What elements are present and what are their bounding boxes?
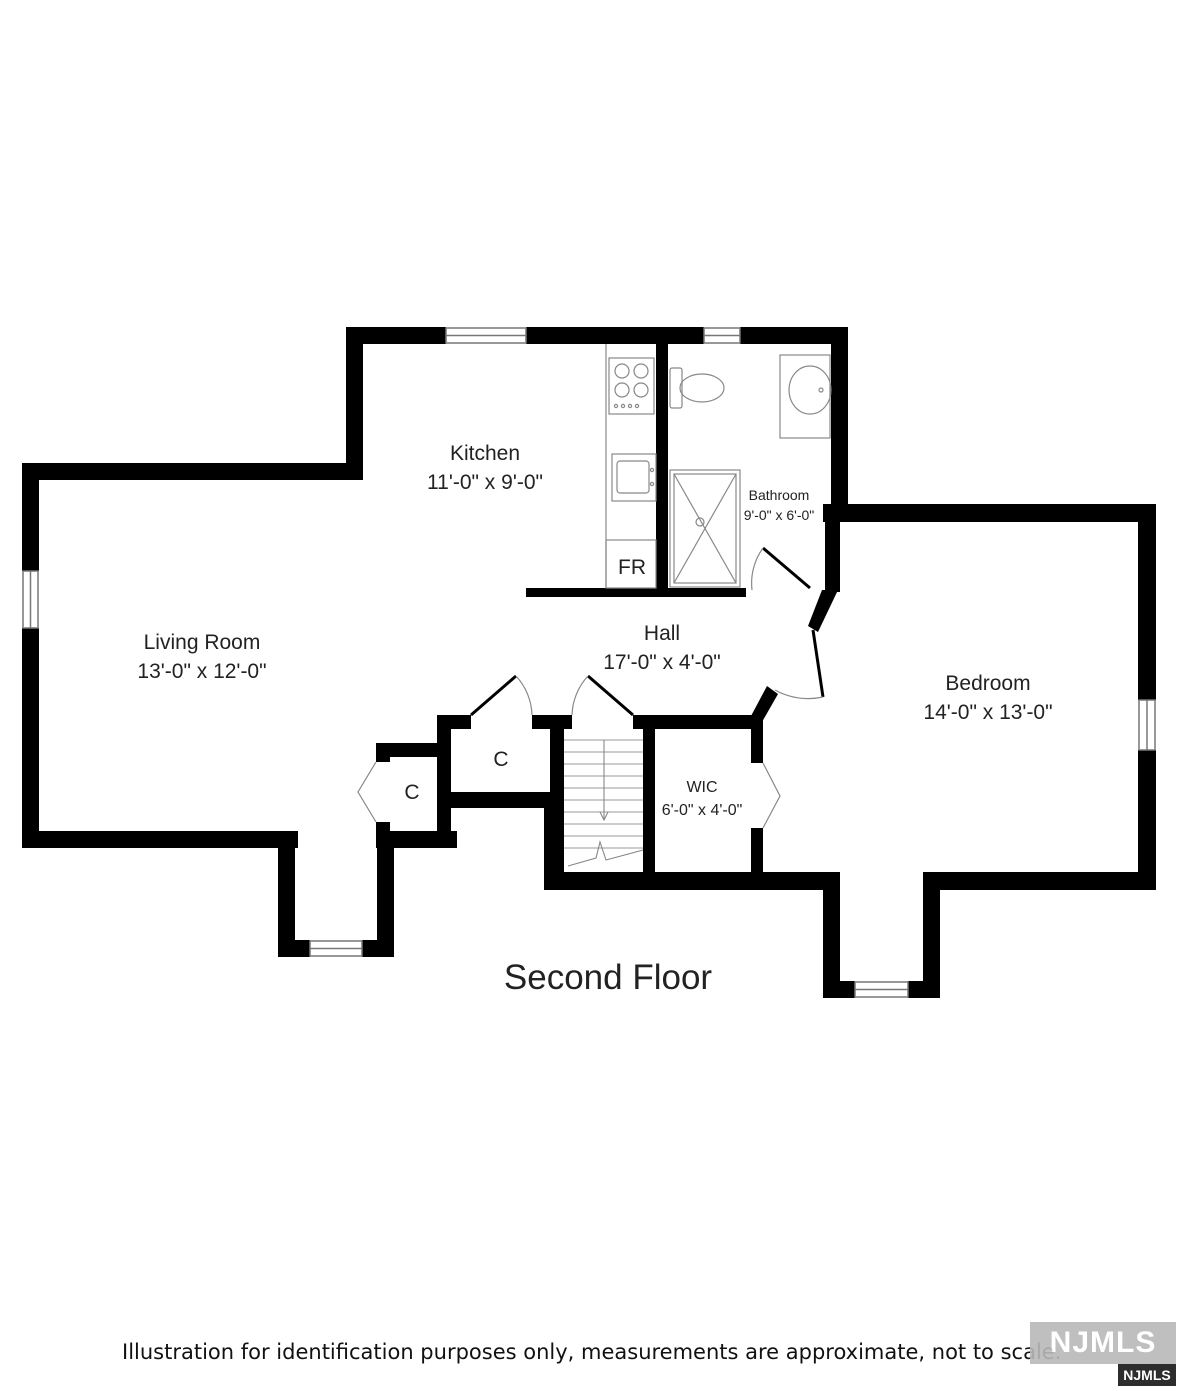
door-bathroom (751, 546, 811, 591)
wall-bath-top-right (740, 327, 848, 344)
wic-dims: 6'-0" x 4'-0" (662, 802, 743, 819)
windows (22, 327, 1156, 998)
wall-bay-left-side (278, 831, 295, 957)
wall-stair-right (643, 715, 655, 890)
wall-kitchen-left (346, 327, 363, 480)
wall-closet1-left (376, 743, 390, 762)
doors (357, 546, 825, 829)
fridge-label: FR (618, 556, 646, 579)
bathroom-fixtures (669, 354, 832, 588)
wall-closet2-top-left (437, 715, 471, 729)
window-living-left (22, 570, 39, 629)
stairs (564, 739, 644, 867)
wall-living-bottom (22, 831, 298, 848)
logo-sub-text: NJMLS (1118, 1364, 1176, 1386)
wall-kitchen-top-mid (526, 327, 704, 344)
stove-icon (608, 357, 655, 415)
hall-name: Hall (644, 622, 680, 645)
shower-icon (669, 469, 741, 588)
wall-closet1-right (437, 715, 451, 848)
wall-kitchen-bottom (526, 588, 746, 597)
wall-stair-top (633, 715, 761, 729)
njmls-logo: NJMLS NJMLS (1030, 1322, 1176, 1386)
closet-a-label: C (493, 748, 508, 771)
hall-dims: 17'-0" x 4'-0" (603, 651, 720, 674)
floor-title: Second Floor (504, 958, 713, 997)
logo-main-text: NJMLS (1030, 1322, 1176, 1364)
bathroom-sink-icon (779, 354, 832, 439)
room-labels: Kitchen 11'-0" x 9'-0" Bathroom 9'-0" x … (137, 442, 1052, 997)
kitchen-dims: 11'-0" x 9'-0" (427, 471, 543, 494)
wall-bedroom-bottom (923, 872, 1156, 890)
door-bedroom (774, 629, 825, 700)
wall-living-left-upper (22, 463, 39, 571)
wall-bay-left-bottom-a (278, 940, 310, 957)
window-bedroom-right (1138, 699, 1156, 751)
stair-break-line (567, 840, 644, 867)
window-living-bay (309, 940, 363, 957)
bedroom-dims: 14'-0" x 13'-0" (923, 701, 1052, 724)
bathroom-dims: 9'-0" x 6'-0" (744, 507, 815, 523)
door-closet-2 (470, 674, 533, 717)
door-stair (571, 674, 634, 717)
wall-hall-angle-upper (808, 590, 838, 632)
walls (22, 327, 1156, 998)
kitchen-sink-icon (611, 453, 657, 502)
wall-bedroom-bay-right (923, 872, 940, 998)
wall-stair-bottom (544, 872, 840, 890)
wall-closet1-top (376, 743, 438, 757)
closet-b-label: C (404, 781, 419, 804)
wall-bath-right (831, 327, 848, 522)
wall-wic-right-lower (751, 828, 763, 890)
wall-closet1-left-lower (376, 822, 390, 848)
wall-kitchen-top-left (346, 327, 446, 344)
door-wic (762, 762, 781, 829)
living-room-dims: 13'-0" x 12'-0" (137, 660, 266, 683)
wall-bay-left-right-side (377, 831, 394, 957)
stair-arrow-head (599, 811, 609, 822)
window-bedroom-bay (854, 981, 909, 998)
wall-closet2-right (550, 715, 564, 808)
kitchen-name: Kitchen (450, 442, 520, 465)
wall-hall-angle-lower (751, 686, 778, 722)
wall-stair-left (544, 792, 564, 890)
disclaimer-text: Illustration for identification purposes… (122, 1340, 1062, 1364)
wall-bedroom-bay-left (823, 872, 840, 998)
wall-kitchen-bath-divider (656, 327, 668, 596)
fridge-icon (605, 539, 657, 589)
living-room-name: Living Room (144, 631, 261, 654)
wall-bedroom-right-lower (1138, 750, 1156, 890)
toilet-icon (669, 367, 725, 409)
kitchen-fixtures (605, 344, 657, 589)
wic-name: WIC (686, 779, 717, 796)
wall-bedroom-top (823, 504, 1156, 522)
wall-living-top (22, 463, 363, 480)
door-closet-1 (357, 761, 377, 823)
bathroom-name: Bathroom (749, 487, 810, 503)
wall-wic-right-upper (751, 715, 763, 763)
window-bath-top (703, 327, 741, 344)
wall-bedroom-right-upper (1138, 504, 1156, 700)
bedroom-name: Bedroom (945, 672, 1030, 695)
wall-bedroom-bay-bottom-a (823, 981, 855, 998)
wall-bath-bedroom-divider (825, 504, 840, 592)
wall-living-left-lower (22, 628, 39, 848)
wall-closet2-bottom (437, 792, 564, 808)
window-kitchen-top (445, 327, 527, 344)
